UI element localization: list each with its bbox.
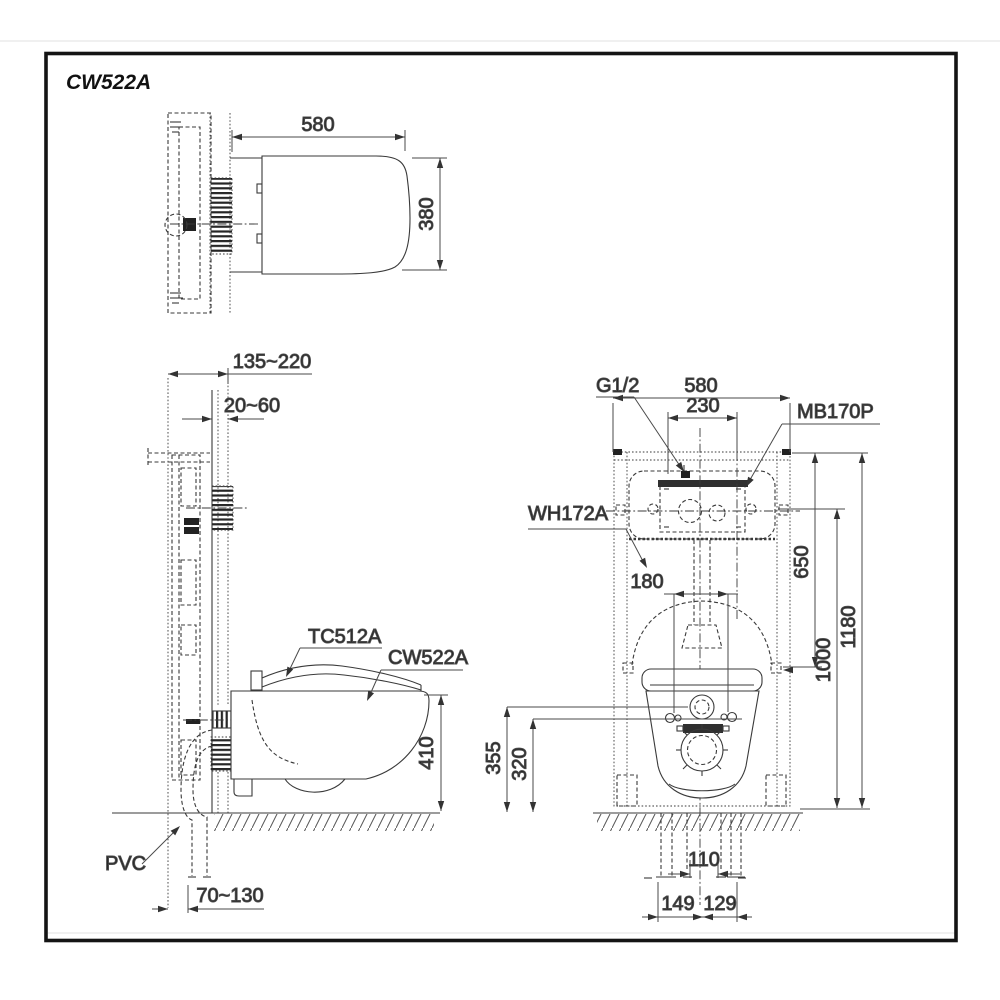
dim-front-frame-width: 580 bbox=[684, 375, 717, 397]
label-frame-wh172a: WH172A bbox=[528, 503, 609, 525]
dim-side-rim-height: 410 bbox=[416, 736, 438, 769]
dim-front-height-650: 650 bbox=[791, 545, 813, 578]
dim-top-width: 580 bbox=[301, 114, 334, 136]
front-view-dimensions: G1/2 580 230 MB170P WH172A bbox=[483, 375, 880, 922]
dim-front-drain-110: 110 bbox=[688, 849, 720, 871]
dim-side-drain-offset: 70~130 bbox=[196, 885, 263, 907]
dim-side-finish-thickness: 20~60 bbox=[224, 395, 280, 417]
label-access-panel-mb170p: MB170P bbox=[797, 401, 874, 423]
dim-side-wall-depth: 135~220 bbox=[233, 351, 311, 373]
label-inlet-g12: G1/2 bbox=[596, 375, 639, 397]
label-pvc: PVC bbox=[105, 853, 146, 875]
dim-top-depth: 380 bbox=[416, 197, 438, 230]
front-view: G1/2 580 230 MB170P WH172A bbox=[483, 375, 880, 922]
top-view: 580 380 bbox=[164, 112, 447, 314]
dim-front-height-1000: 1000 bbox=[813, 638, 835, 683]
drawing-border bbox=[44, 51, 958, 943]
dim-front-tank-width: 230 bbox=[686, 395, 719, 417]
page-title: CW522A bbox=[66, 71, 151, 94]
dim-front-height-1180: 1180 bbox=[838, 605, 860, 648]
label-bowl-cw522a: CW522A bbox=[388, 647, 469, 669]
top-view-dimensions: 580 380 bbox=[231, 114, 447, 271]
side-view: 135~220 20~60 TC512A CW522A 410 PVC bbox=[105, 351, 469, 913]
dim-front-offset-129: 129 bbox=[703, 893, 736, 915]
dim-front-height-355: 355 bbox=[483, 741, 505, 774]
dim-front-bolt-spacing: 180 bbox=[630, 571, 663, 593]
dim-front-height-320: 320 bbox=[509, 747, 531, 780]
dim-front-offset-149: 149 bbox=[661, 893, 694, 915]
side-view-dimensions: 135~220 20~60 TC512A CW522A 410 PVC bbox=[105, 351, 469, 913]
label-seat-tc512a: TC512A bbox=[308, 626, 382, 648]
